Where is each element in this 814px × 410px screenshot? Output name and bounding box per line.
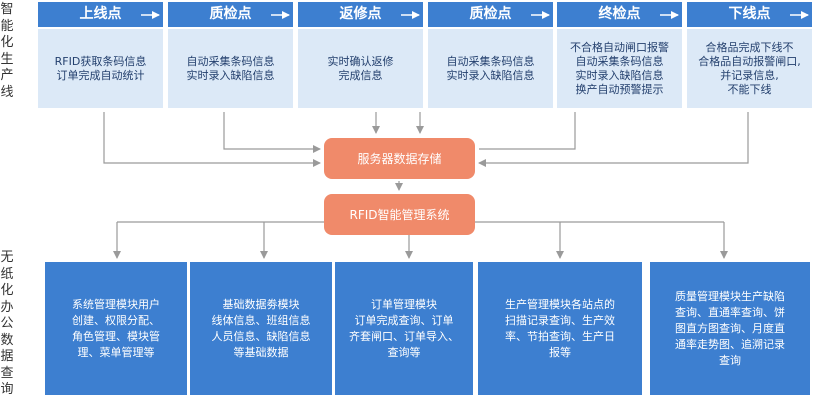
station-to-server-lines — [103, 112, 749, 259]
station-1-desc: RFID获取条码信息 订单完成自动统计 — [38, 29, 163, 108]
server-storage-box: 服务器数据存储 — [324, 138, 475, 179]
side-label-paperless-office: 无纸化办公数据查询 — [0, 250, 14, 397]
station-3-desc: 实时确认返修 完成信息 — [298, 29, 423, 108]
station-2-desc: 自动采集条码信息 实时录入缺陷信息 — [168, 29, 293, 108]
module-order-management: 订单管理模块 订单完成查询、订单 齐套闸口、订单导入、 查询等 — [335, 262, 473, 395]
station-4-desc: 自动采集条码信息 实时录入缺陷信息 — [428, 29, 553, 108]
station-6-desc: 合格品完成下线不 合格品自动报警闸口, 并记录信息, 不能下线 — [687, 29, 812, 108]
module-production-management: 生产管理模块各站点的 扫描记录查询、生产效 率、节拍查询、生产日 报等 — [478, 262, 642, 395]
module-basic-data: 基础数据劵模块 线体信息、班组信息 人员信息、缺陷信息 等基础数据 — [190, 262, 332, 395]
rfid-system-box: RFID智能管理系统 — [324, 194, 475, 235]
station-5-desc: 不合格自动闸口报警 自动采集条码信息 实时录入缺陷信息 换产自动预警提示 — [557, 29, 682, 108]
station-4-header: 质检点 — [428, 2, 553, 27]
module-quality-management: 质量管理模块生产缺陷 查询、直通率查询、饼 图直方图查询、月度直 通率走势图、追… — [650, 262, 810, 395]
station-5-header: 终检点 — [557, 2, 682, 27]
side-label-production-line: 智能化生产线 — [0, 2, 14, 100]
module-system-management: 系统管理模块用户 创建、权限分配、 角色管理、模块管 理、菜单管理等 — [45, 262, 187, 395]
